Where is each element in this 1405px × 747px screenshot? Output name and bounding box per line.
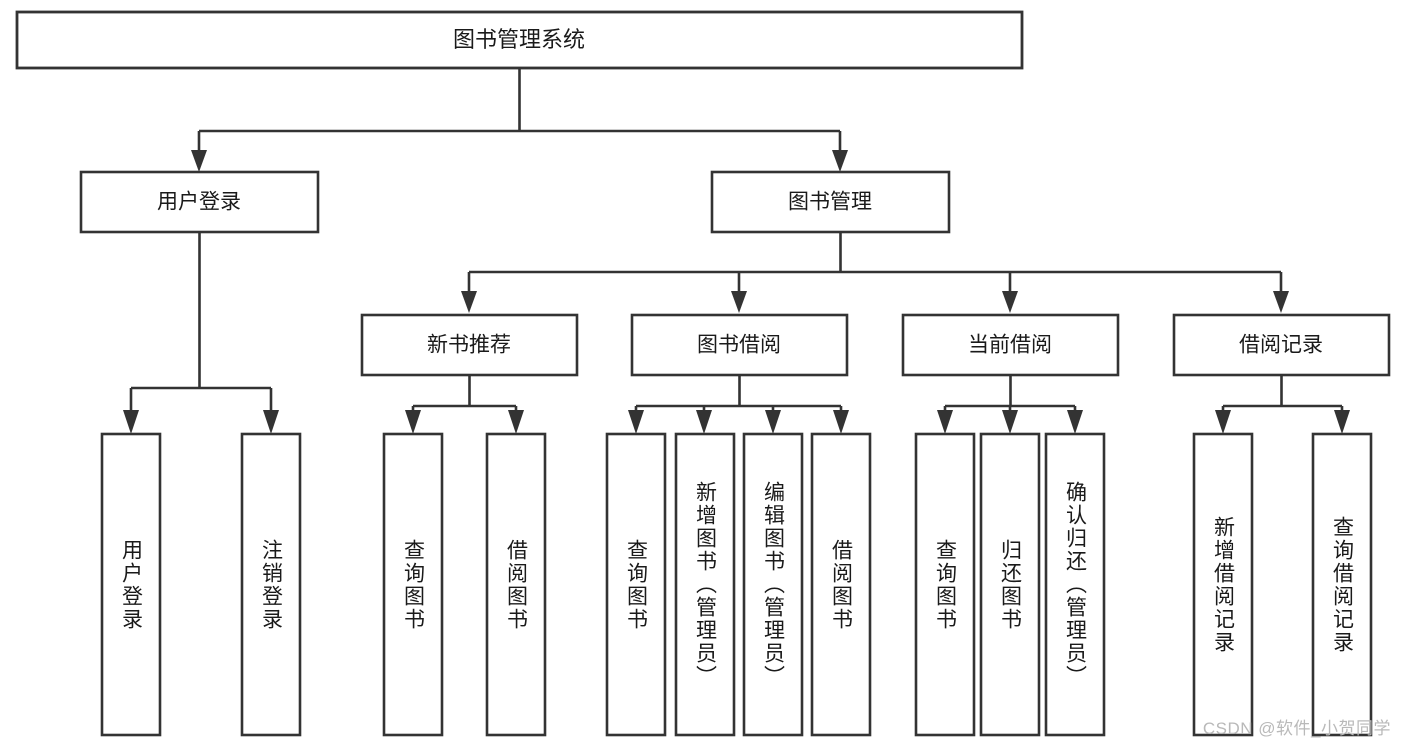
node-leaf-add-book-box[interactable] [674, 432, 736, 737]
node-book-borrow[interactable]: 图书借阅 [630, 313, 849, 377]
node-new-book-recommend-label: 新书推荐 [427, 334, 511, 357]
arrow-head-leaf-confirm-return [1067, 410, 1083, 434]
arrow-head-book-borrow [731, 291, 747, 313]
node-leaf-logout-box[interactable] [240, 432, 302, 737]
node-user-login-box[interactable] [79, 170, 320, 234]
arrow-head-current-borrow [1002, 291, 1018, 313]
arrow-head-leaf-query-book-2 [628, 410, 644, 434]
node-current-borrow-label: 当前借阅 [968, 334, 1052, 357]
arrow-head-leaf-add-book [696, 410, 712, 434]
node-leaf-query-book-3-box[interactable] [914, 432, 976, 737]
node-new-book-recommend[interactable]: 新书推荐 [360, 313, 579, 377]
node-leaf-return-book-box[interactable] [979, 432, 1041, 737]
node-current-borrow[interactable]: 当前借阅 [901, 313, 1120, 377]
node-root-label: 图书管理系统 [453, 27, 585, 52]
node-leaf-confirm-return-box[interactable] [1044, 432, 1106, 737]
connector-book-management-branch [467, 232, 1283, 297]
arrow-head-user-login [191, 150, 207, 172]
node-new-book-recommend-box[interactable] [360, 313, 579, 377]
connector-user-login-branch [129, 232, 273, 415]
connector-group-new-book-recommend-to-leaves [405, 375, 524, 434]
connector-group-book-borrow-to-leaves [628, 375, 849, 434]
node-borrow-record-box[interactable] [1172, 313, 1391, 377]
connector-root-branch [197, 68, 842, 158]
node-leaf-query-book-2-box[interactable] [605, 432, 667, 737]
arrow-head-leaf-query-book-1 [405, 410, 421, 434]
node-leaf-borrow-book-2-box[interactable] [810, 432, 872, 737]
arrow-head-leaf-query-record [1334, 410, 1350, 434]
connector-group-user-login-to-leaves [123, 232, 279, 434]
arrow-head-book-management [832, 150, 848, 172]
node-root-box[interactable] [15, 10, 1024, 70]
connector-group-root-to-level2 [191, 68, 848, 172]
arrow-head-leaf-borrow-book-2 [833, 410, 849, 434]
connector-group-borrow-record-to-leaves [1215, 375, 1350, 434]
arrow-head-leaf-edit-book [765, 410, 781, 434]
node-leaf-add-record-box[interactable] [1192, 432, 1254, 737]
node-borrow-record[interactable]: 借阅记录 [1172, 313, 1391, 377]
arrow-head-leaf-logout [263, 410, 279, 434]
node-current-borrow-box[interactable] [901, 313, 1120, 377]
csdn-watermark: CSDN @软件_小贺同学 [1202, 719, 1391, 738]
node-leaf-query-book-1-box[interactable] [382, 432, 444, 737]
node-book-borrow-box[interactable] [630, 313, 849, 377]
node-leaf-borrow-book-1-box[interactable] [485, 432, 547, 737]
connector-book-borrow-branch [634, 375, 843, 416]
arrow-head-leaf-return-book [1002, 410, 1018, 434]
arrow-head-leaf-query-book-3 [937, 410, 953, 434]
connector-borrow-record-branch [1221, 375, 1344, 416]
node-book-management[interactable]: 图书管理 [710, 170, 951, 234]
arrow-head-leaf-borrow-book-1 [508, 410, 524, 434]
node-user-login[interactable]: 用户登录 [79, 170, 320, 234]
connector-group-current-borrow-to-leaves [937, 375, 1083, 434]
node-book-management-box[interactable] [710, 170, 951, 234]
node-book-borrow-label: 图书借阅 [697, 334, 781, 357]
node-leaf-query-record-box[interactable] [1311, 432, 1373, 737]
connector-group-book-management-to-level3 [461, 232, 1289, 313]
arrow-head-new-book-recommend [461, 291, 477, 313]
node-leaf-user-login-box[interactable] [100, 432, 162, 737]
arrow-head-borrow-record [1273, 291, 1289, 313]
node-leaf-edit-book-box[interactable] [742, 432, 804, 737]
node-book-management-label: 图书管理 [788, 191, 872, 214]
node-borrow-record-label: 借阅记录 [1239, 334, 1323, 357]
node-user-login-label: 用户登录 [157, 191, 241, 214]
connector-new-book-recommend-branch [411, 375, 518, 416]
arrow-head-leaf-user-login [123, 410, 139, 434]
arrow-head-leaf-add-record [1215, 410, 1231, 434]
connector-current-borrow-branch [943, 375, 1077, 416]
node-root[interactable]: 图书管理系统 [15, 10, 1024, 70]
